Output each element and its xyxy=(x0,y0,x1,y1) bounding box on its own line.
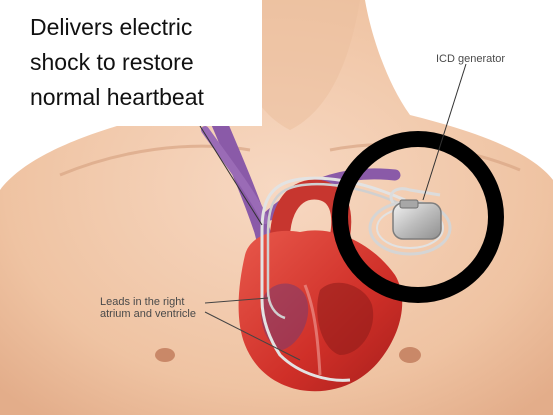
leads-label-line-2: atrium and ventricle xyxy=(100,308,196,320)
callout-line-3: normal heartbeat xyxy=(30,80,260,115)
nipple-left xyxy=(155,348,175,362)
leads-label: Leads in the right atrium and ventricle xyxy=(100,296,196,320)
callout-text: Delivers electric shock to restore norma… xyxy=(30,10,260,115)
icd-generator-label: ICD generator xyxy=(436,53,505,65)
callout-line-1: Delivers electric xyxy=(30,10,260,45)
leads-label-line-1: Leads in the right xyxy=(100,296,196,308)
nipple-right xyxy=(399,347,421,363)
callout-line-2: shock to restore xyxy=(30,45,260,80)
